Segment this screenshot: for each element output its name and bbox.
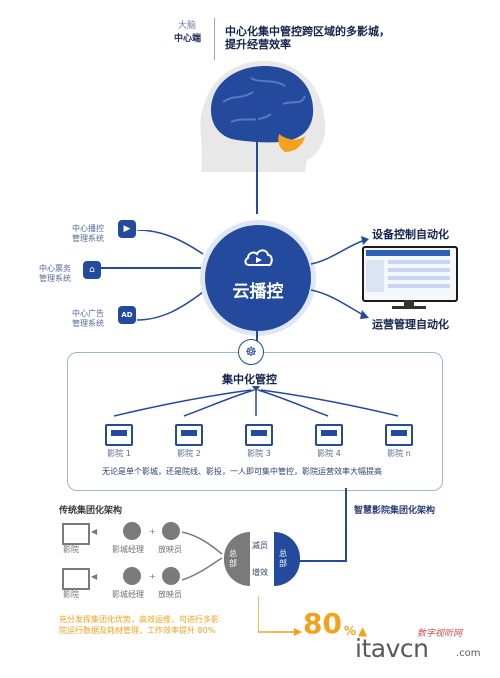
header-divider <box>214 18 215 60</box>
system-1-button[interactable]: ▶ <box>118 220 136 238</box>
fan-arrows <box>106 386 406 420</box>
trad-row-2-plus: + <box>149 572 156 581</box>
trad-row-2-staff-label: 放映员 <box>158 590 182 599</box>
cinema-n[interactable]: 影院 n <box>379 424 419 459</box>
right-bottom-arrow <box>310 288 371 322</box>
cinema-4-label: 影院 4 <box>317 449 341 458</box>
watermark-brand-en: itavcn <box>355 634 429 663</box>
cinema-3-label: 影院 3 <box>247 449 271 458</box>
cinema-2-label: 影院 2 <box>177 449 201 458</box>
benefit-text-line2: 院运行数据及耗材管理，工作效率提升 80% <box>59 626 216 635</box>
benefit-text-line1: 充分发挥集团化优势，高效运维，可进行多影 <box>59 615 219 624</box>
traditional-title: 传统集团化架构 <box>59 506 123 516</box>
head-gear-icon: ☸ <box>238 339 264 365</box>
reduce-label: 减员 <box>252 541 268 550</box>
trad-row-1-cinema-icon <box>62 523 90 545</box>
smart-connector-horizontal <box>300 560 347 562</box>
trad-row-2-arrow: ◀ <box>91 572 98 581</box>
old-hq-label: 总部 <box>229 549 237 568</box>
trad-row-1-plus: + <box>149 527 156 536</box>
system-3-label-line2: 管理系统 <box>72 319 104 328</box>
trad-row-2-cinema-label: 影院 <box>63 590 79 599</box>
cinema-3[interactable]: 影院 3 <box>239 424 279 459</box>
right-top-arrow <box>310 236 371 266</box>
ticket-house-icon: ⌂ <box>89 265 95 275</box>
benefit-big-number: 80 % ▲ <box>303 607 368 640</box>
smart-connector <box>345 488 347 562</box>
watermark-brand-cn: 数字视听网 <box>417 629 463 639</box>
cinema-1-label: 影院 1 <box>107 449 131 458</box>
brain-connector <box>256 118 258 214</box>
summary-text: 无论是单个影城，还是院线、影投，一人即可集中管控，影院运营效率大幅提高 <box>102 467 382 476</box>
hub-label: 云播控 <box>232 282 284 302</box>
trad-row-2-manager-icon <box>123 567 141 585</box>
cinema-icon <box>245 424 273 446</box>
cinema-icon <box>385 424 413 446</box>
system-3-button[interactable]: AD <box>118 306 136 324</box>
monitor-illustration <box>362 246 458 310</box>
cinema-1[interactable]: 影院 1 <box>99 424 139 459</box>
system-3-arrow <box>136 286 207 322</box>
system-2-label-line1: 中心票务 <box>39 264 71 273</box>
hub-circle: 云播控 <box>205 225 311 331</box>
trad-row-1-staff-icon <box>162 522 180 540</box>
cloud-icon <box>243 247 273 269</box>
watermark-suffix: .com <box>456 648 481 659</box>
benefit-unit: % <box>343 624 356 638</box>
trad-row-1-manager-label: 影城经理 <box>112 545 144 554</box>
right-top-label: 设备控制自动化 <box>372 228 449 241</box>
ad-icon: AD <box>121 311 133 319</box>
central-control-label: 集中化管控 <box>222 373 277 386</box>
trad-row-2-cinema-icon <box>62 568 90 590</box>
brain-illustration <box>187 44 333 176</box>
system-2-arrow <box>101 267 203 269</box>
system-1-label-line2: 管理系统 <box>72 234 104 243</box>
system-2-button[interactable]: ⌂ <box>83 261 101 279</box>
smart-title: 智慧影院集团化架构 <box>354 506 436 516</box>
cinema-2[interactable]: 影院 2 <box>169 424 209 459</box>
header-left-top: 大脑 <box>178 21 197 31</box>
benefit-bracket <box>257 596 302 636</box>
trad-row-1-manager-icon <box>123 522 141 540</box>
trad-row-1-staff-label: 放映员 <box>158 545 182 554</box>
system-2-label-line2: 管理系统 <box>39 274 71 283</box>
trad-row-1-cinema-label: 影院 <box>63 545 79 554</box>
header-left-bottom: 中心端 <box>174 34 202 44</box>
right-bottom-label: 运营管理自动化 <box>372 318 449 331</box>
new-hq-label: 总部 <box>279 549 287 568</box>
trad-row-2-staff-icon <box>162 567 180 585</box>
header-title-line2: 提升经营效率 <box>225 38 291 51</box>
cinema-4[interactable]: 影院 4 <box>309 424 349 459</box>
header-title-line1: 中心化集中管控跨区域的多影城， <box>225 25 390 38</box>
cinema-icon <box>315 424 343 446</box>
cinema-icon <box>105 424 133 446</box>
cinema-icon <box>175 424 203 446</box>
cinema-n-label: 影院 n <box>387 449 411 458</box>
play-icon: ▶ <box>123 224 131 234</box>
effect-label: 增效 <box>252 568 268 577</box>
up-arrow-icon: ▲ <box>358 624 368 638</box>
trad-to-hq-arrows <box>181 530 224 582</box>
benefit-value: 80 <box>303 607 342 640</box>
system-1-label-line1: 中心播控 <box>72 224 104 233</box>
trad-row-1-arrow: ◀ <box>91 527 98 536</box>
trad-row-2-manager-label: 影城经理 <box>112 590 144 599</box>
system-1-arrow <box>136 229 207 262</box>
system-3-label-line1: 中心广告 <box>72 309 104 318</box>
